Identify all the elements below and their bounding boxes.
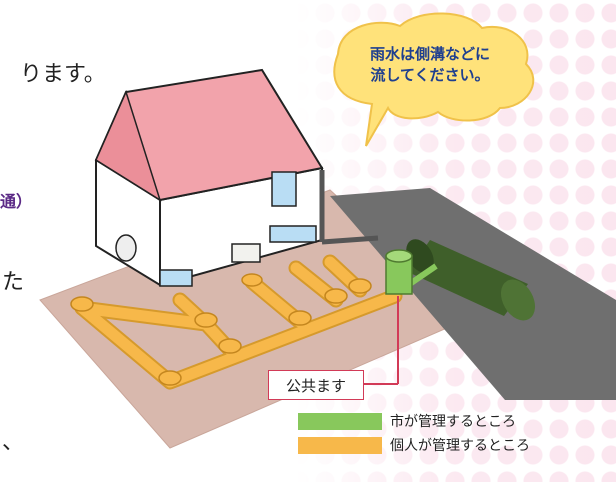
legend: 市が管理するところ 個人が管理するところ (298, 410, 530, 458)
sink (159, 269, 193, 287)
legend-swatch-city (298, 412, 382, 430)
sewer-main-pipe (406, 239, 536, 321)
bathtub (269, 225, 317, 243)
text-fragment-4: 、 (2, 430, 25, 455)
public-basin (385, 249, 438, 295)
legend-label-private: 個人が管理するところ (390, 438, 530, 454)
legend-swatch-private (298, 436, 382, 454)
speech-bubble-line-1: 雨水は側溝などに (369, 45, 490, 63)
legend-item-city: 市が管理するところ (298, 410, 530, 432)
text-fragment-2: 通） (0, 192, 33, 211)
toilet (231, 243, 261, 263)
speech-bubble-text: 雨水は側溝などに 流してください。 (340, 44, 520, 86)
legend-label-city: 市が管理するところ (390, 414, 516, 430)
public-basin-label: 公共ます (268, 370, 364, 400)
private-pipe-joints (70, 273, 372, 386)
text-fragment-3: た (2, 270, 25, 295)
legend-item-private: 個人が管理するところ (298, 434, 530, 456)
house (94, 68, 379, 287)
house-window (271, 171, 297, 207)
speech-bubble-shape (333, 12, 535, 147)
text-fragment-1: ります。 (20, 62, 106, 87)
speech-bubble-line-2: 流してください。 (370, 66, 490, 84)
